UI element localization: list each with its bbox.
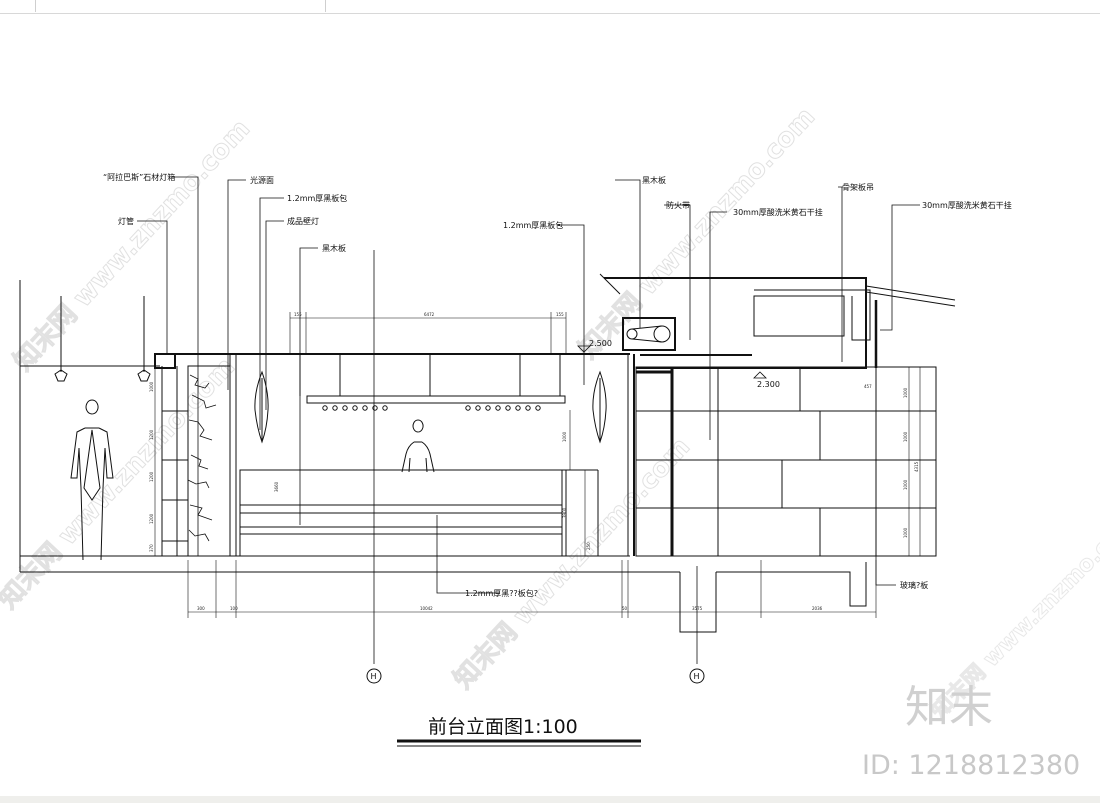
viewer-bottom-bar (0, 796, 1100, 803)
dim-text: 1000 (903, 387, 908, 398)
ceiling-section (604, 277, 867, 369)
dim-text: 10042 (420, 606, 433, 611)
stone-vein-pattern (187, 374, 217, 542)
beam-left (679, 572, 717, 633)
label-light-surface: 光源面 (250, 175, 274, 185)
label-black-wood-left: 黑木板 (322, 243, 346, 253)
beam-right (716, 562, 867, 607)
dim-text: 457 (864, 384, 872, 389)
label-travertine-a: 30mm厚酸洗米黄石干挂 (733, 207, 823, 217)
human-figure-scale (70, 399, 114, 561)
light-track (306, 395, 566, 404)
dim-text: 50 (622, 606, 628, 611)
lamp-head-1 (54, 369, 68, 382)
dim-text: 300 (197, 606, 205, 611)
label-black-wood-right: 黑木板 (642, 175, 666, 185)
watermark-text: 知末网 www.znzmo.com (573, 102, 821, 365)
dimension-text: 155 6472 155 300 10042 3575 2036 100 50 … (149, 312, 919, 611)
drawing-title-block: 前台立面图1:100 (397, 716, 641, 747)
receptionist-figure (401, 419, 435, 473)
label-glass-panel: 玻璃?板 (900, 580, 928, 590)
wall-lamp-right (592, 370, 607, 444)
leader-lines (137, 176, 920, 594)
dim-text: 3575 (692, 606, 703, 611)
ac-unit (622, 317, 676, 351)
level-left: 2.500 (589, 339, 612, 348)
dim-text: 1200 (149, 513, 154, 524)
watermark-text: 知末网 www.znzmo.com (8, 114, 256, 377)
grid-label: H (371, 672, 377, 681)
dim-text: 1200 (149, 471, 154, 482)
image-id: ID: 1218812380 (862, 750, 1080, 781)
dim-text: 1000 (562, 431, 567, 442)
dim-text: 155 (556, 312, 564, 317)
top-bar-divider (325, 0, 326, 12)
dim-text: 1000 (903, 527, 908, 538)
dim-text: 250 (586, 542, 591, 550)
grid-bubbles: H H (366, 668, 705, 684)
dim-text: 2036 (812, 606, 823, 611)
label-stone-lightbox: “阿拉巴斯”石材灯箱 (103, 172, 175, 182)
viewer-top-bar (0, 0, 1100, 14)
level-marks: 2.500 2.300 (577, 339, 780, 389)
label-travertine-b: 30mm厚酸洗米黄石干挂 (922, 200, 1012, 210)
label-keel-ceiling: 骨架板吊 (842, 182, 874, 192)
dim-text: 3900 (562, 507, 567, 518)
dimension-lines (154, 312, 921, 618)
dim-text: 4315 (914, 461, 919, 472)
dim-text: 1000 (903, 431, 908, 442)
main-elevation (19, 250, 956, 664)
dim-text: 6472 (424, 312, 435, 317)
ceiling-slope (865, 285, 956, 307)
label-bottom-note: 1.2mm厚黑??板包? (465, 588, 538, 598)
dim-text: 1200 (149, 429, 154, 440)
grid-label: H (694, 672, 700, 681)
watermark-text: 知末网 www.znzmo.com (0, 352, 241, 615)
spot-lights (322, 405, 541, 411)
wall-lamp-left (254, 370, 269, 444)
brand-logo: 知末 (905, 682, 993, 733)
watermark-text: 知末网 www.znzmo.com (448, 432, 696, 695)
level-right: 2.300 (757, 380, 780, 389)
top-bar-divider (35, 0, 36, 12)
drawing-title: 前台立面图1:100 (428, 716, 578, 738)
lamp-head-2 (137, 369, 151, 382)
dim-text: 155 (294, 312, 302, 317)
dim-text: 100 (230, 606, 238, 611)
label-black-plate-wrap-right: 1.2mm厚黑板包 (503, 220, 563, 230)
label-wall-lamp: 成品壁灯 (287, 216, 319, 226)
label-fire-strip: 防火带 (666, 200, 690, 210)
callout-labels: “阿拉巴斯”石材灯箱 灯管 光源面 1.2mm厚黑板包 成品壁灯 黑木板 黑木板… (103, 172, 1012, 598)
dim-text: 1000 (903, 479, 908, 490)
watermark-layer: 知末网 www.znzmo.com 知末网 www.znzmo.com 知末网 … (0, 101, 1100, 724)
label-light-tube: 灯管 (118, 216, 134, 226)
dim-text: 3660 (274, 481, 279, 492)
dim-text: 370 (149, 544, 154, 552)
label-black-plate-wrap-left: 1.2mm厚黑板包 (287, 193, 347, 203)
dim-text: 1000 (149, 381, 154, 392)
